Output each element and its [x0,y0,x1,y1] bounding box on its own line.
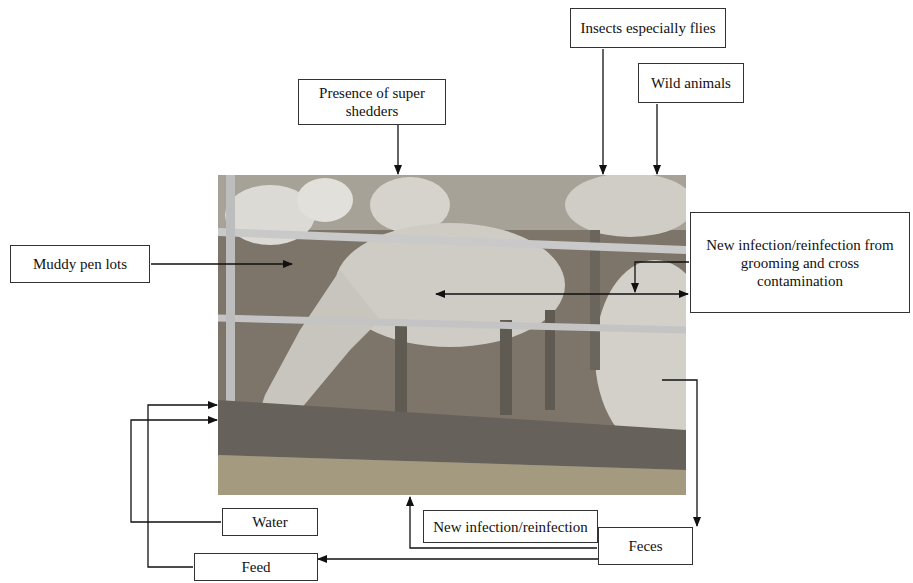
leader-arrow [635,262,689,292]
box-label: Muddy pen lots [33,255,127,273]
text-box: Muddy pen lots [10,245,150,283]
leader-arrow [131,420,221,522]
box-label: Feed [241,558,270,576]
box-label: New infection/reinfection [433,518,588,536]
leader-arrow [397,122,398,174]
leader-arrow [602,49,603,174]
text-box: New infection/reinfection [423,510,598,543]
box-label: New infection/reinfection from grooming … [697,236,903,290]
text-box: Presence of super shedders [298,79,446,125]
leader-arrow [410,497,597,548]
leader-arrow [151,263,292,264]
leader-arrows [131,49,697,567]
text-box: Wild animals [638,63,744,103]
leader-arrow [148,405,217,567]
text-box: New infection/reinfection from grooming … [690,212,910,313]
box-label: Wild animals [651,74,731,92]
leader-arrow [662,380,697,526]
cattle-photo [218,175,686,495]
leader-arrow [656,104,657,174]
box-label: Feces [628,537,662,555]
text-box: Water [222,508,318,536]
double-arrow [436,293,688,294]
box-label: Water [252,513,287,531]
text-box: Insects especially flies [570,8,726,48]
text-box: Feed [194,553,318,581]
box-label: Insects especially flies [581,19,716,37]
connector [318,558,598,559]
box-label: Presence of super shedders [305,84,439,120]
text-box: Feces [598,527,693,565]
